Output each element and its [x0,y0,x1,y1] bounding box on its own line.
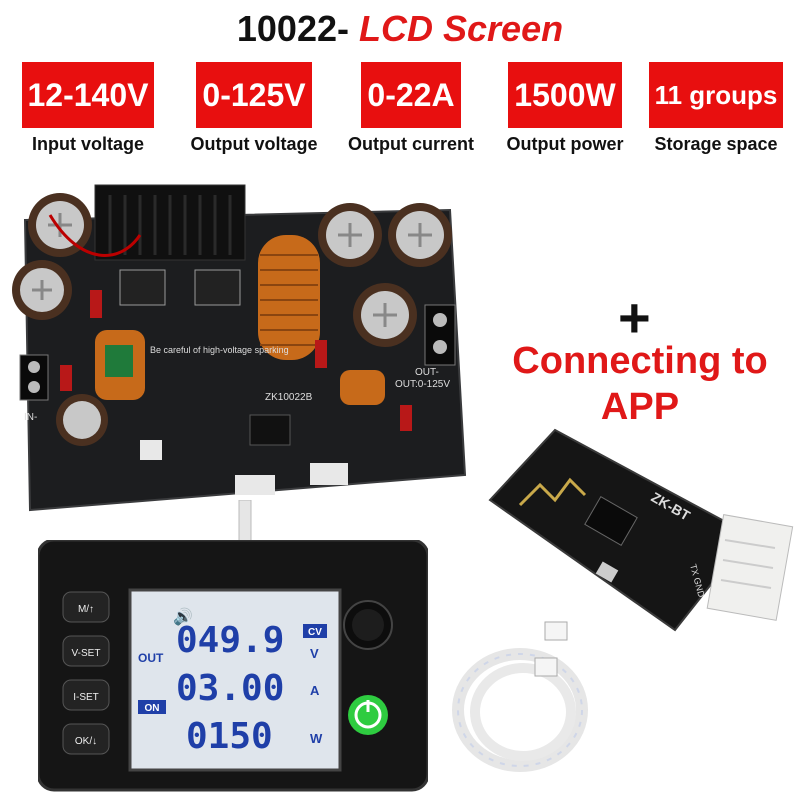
m-button[interactable]: M/↑ [62,591,110,623]
lcd-on-label: ON [145,703,160,714]
spec-input-voltage: 12-140V Input voltage [6,62,170,155]
m-button-label: M/↑ [78,604,94,615]
spec-value: 12-140V [21,62,155,128]
power-button[interactable] [348,695,388,735]
spec-label: Input voltage [32,134,144,154]
v-set-button[interactable]: V-SET [62,635,110,667]
board-out-label: OUT- [415,367,439,378]
lcd-current: 03.00 [176,668,284,709]
spec-label: Output current [348,134,474,154]
spec-row: 12-140V Input voltage 0-125V Output volt… [6,62,794,155]
connector [140,440,162,460]
mosfet [194,269,241,306]
cable-plug [544,621,568,641]
capacitor [353,283,417,347]
title-model: 10022- [236,8,349,49]
ok-button[interactable]: OK/↓ [62,723,110,755]
spec-value: 11 groups [648,62,784,128]
spec-label: Storage space [654,134,778,154]
board-warning: Be careful of high-voltage sparking [150,345,289,355]
coil [340,370,385,405]
connector [310,463,348,485]
spec-output-current: 0-22A Output current [338,62,484,155]
app-caption: Connecting to APP [480,338,800,430]
board-model: ZK10022B [265,392,313,403]
ok-button-label: OK/↓ [75,736,97,747]
lcd-power: 0150 [186,716,273,757]
page-title: 10022- LCD Screen [0,8,800,50]
bluetooth-module: ZK-BT TX GND [488,428,794,632]
lcd-current-unit: A [310,683,320,698]
spec-value: 0-125V [196,62,312,128]
fuse [60,365,72,391]
lcd-screen [128,588,342,772]
capacitor [318,203,382,267]
capacitor [28,193,92,257]
lcd-cv-badge [303,624,327,638]
spec-storage-space: 11 groups Storage space [646,62,786,155]
lcd-voltage: 049.9 [176,620,284,661]
connector [235,475,275,495]
display-panel: M/↑ V-SET I-SET OK/↓ 🔊 OUT ON 049.9 03.0… [38,540,428,792]
coiled-cable [452,621,588,772]
ic-chip [249,414,291,446]
fuse [315,340,327,368]
app-caption-line1: Connecting to [512,340,768,382]
toroid-inductor [258,235,320,360]
v-set-button-label: V-SET [72,648,101,659]
cable-plug [534,657,558,677]
spec-label: Output voltage [190,134,318,154]
lcd-on-badge [138,700,166,714]
capacitor [388,203,452,267]
rotary-knob[interactable] [343,600,393,650]
fuse [400,405,412,431]
plus-sign: + [618,286,651,349]
green-inductor [105,345,133,377]
circuit-board: Be careful of high-voltage sparking ZK10… [12,184,467,512]
spec-value: 0-22A [361,62,461,128]
speaker-icon: 🔊 [173,607,193,626]
board-in-label: IN- [24,412,37,423]
i-set-button[interactable]: I-SET [62,679,110,711]
bt-chip [584,495,638,547]
crystal [595,561,619,583]
lcd-out-label: OUT [138,651,164,665]
board-out-range: OUT:0-125V [395,379,450,390]
lcd-voltage-unit: V [310,646,319,661]
lcd-power-unit: W [310,731,323,746]
lcd-cv-label: CV [308,627,322,638]
app-caption-line2: APP [600,386,680,428]
capacitor [12,260,72,320]
spec-label: Output power [506,134,624,154]
fuse [90,290,102,318]
capacitor [56,394,108,446]
title-subtitle: LCD Screen [359,8,564,49]
mosfet [119,269,166,306]
spec-output-power: 1500W Output power [492,62,638,155]
i-set-button-label: I-SET [73,692,99,703]
spec-output-voltage: 0-125V Output voltage [178,62,330,155]
spec-value: 1500W [508,62,622,128]
